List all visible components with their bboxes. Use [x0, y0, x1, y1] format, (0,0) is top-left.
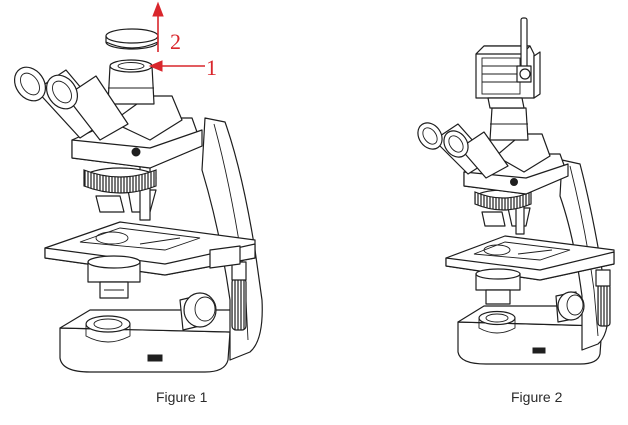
objective — [95, 195, 125, 213]
camera-antenna — [520, 17, 528, 71]
callout-1: 1 — [206, 55, 217, 80]
fine-focus-knob — [231, 277, 247, 331]
microscope-figure-1: 2 1 — [13, 1, 263, 373]
removal-arrow — [152, 1, 164, 52]
figure-1-caption: Figure 1 — [156, 389, 208, 405]
illuminator-port — [85, 315, 131, 333]
eyepiece-right — [45, 74, 129, 141]
nosepiece-ring — [83, 169, 157, 194]
microscope-figure-2 — [417, 17, 615, 365]
port-pointer-arrow — [148, 60, 205, 72]
callout-2: 2 — [170, 29, 181, 54]
base-label — [147, 354, 163, 362]
focus-knob — [183, 292, 217, 328]
figure-2-caption: Figure 2 — [511, 389, 563, 405]
mounted-camera — [475, 17, 541, 109]
base-block — [59, 327, 231, 373]
head-screw — [131, 147, 141, 157]
